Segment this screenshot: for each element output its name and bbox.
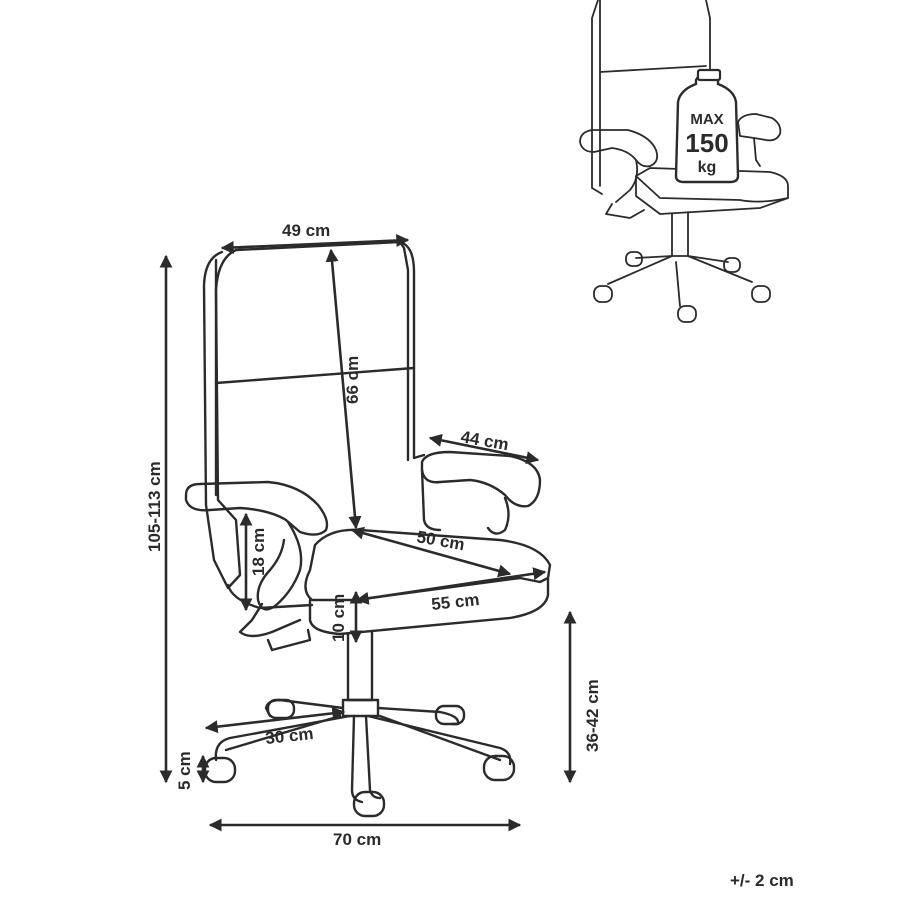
label-total-height: 105-113 cm (145, 461, 164, 552)
label-leg-length: 30 cm (264, 724, 314, 748)
dim-backrest-width (220, 234, 410, 254)
dim-seat-width (355, 567, 547, 605)
backrest (202, 240, 426, 590)
label-seat-width: 55 cm (430, 590, 480, 614)
left-armrest (184, 480, 329, 536)
main-chair-drawing (184, 240, 552, 818)
backrest-seam (214, 366, 416, 385)
label-wheel-height: 5 cm (175, 751, 194, 790)
dim-seat-depth (350, 526, 512, 578)
right-armrest (420, 450, 542, 508)
max-load-line2: 150 (685, 128, 728, 158)
max-load-line1: MAX (690, 111, 723, 128)
label-seat-thickness: 10 cm (329, 594, 348, 642)
label-seat-height: 36-42 cm (583, 679, 602, 752)
label-base-width: 70 cm (333, 830, 381, 849)
max-load-weight-icon: MAX 150 kg (674, 68, 740, 184)
castors (203, 698, 516, 818)
label-backrest-height: 66 cm (343, 356, 362, 404)
label-armrest-depth: 44 cm (459, 427, 510, 454)
dim-armrest-depth (428, 433, 540, 465)
dim-leg-length (204, 706, 346, 734)
max-load-line3: kg (698, 159, 717, 176)
seat (304, 528, 552, 602)
dim-backrest-height (325, 248, 362, 530)
tolerance-note: +/- 2 cm (730, 871, 794, 890)
small-chair-drawing: MAX 150 kg (579, 0, 789, 323)
gas-column (346, 630, 374, 702)
dimension-lines (159, 234, 577, 832)
label-backrest-width: 49 cm (282, 221, 330, 240)
label-armrest-height: 18 cm (249, 528, 268, 576)
